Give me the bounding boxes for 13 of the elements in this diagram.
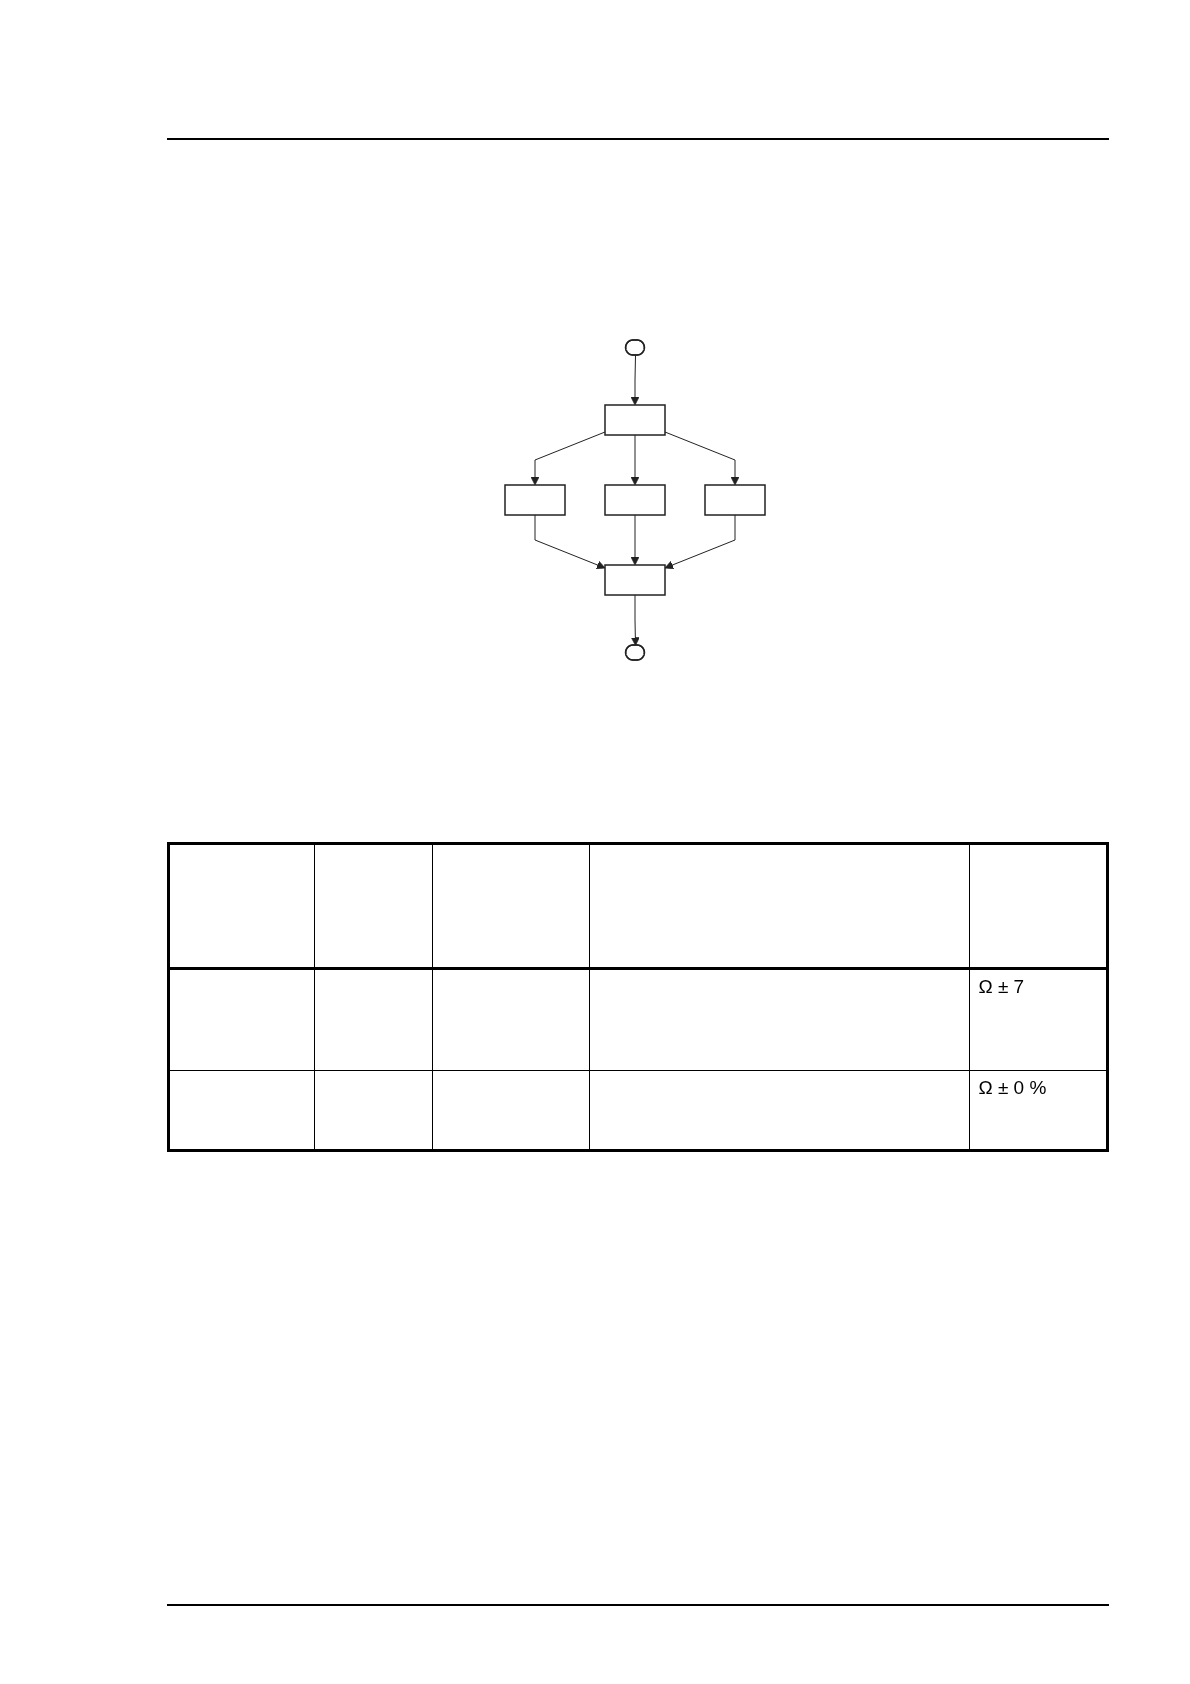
cell-text: Ω ± 0 % [978,1077,1047,1098]
node-box [604,404,666,436]
arrow [534,514,606,570]
node-box [604,564,666,596]
arrow [530,431,606,486]
cell-text: Ω ± 7 [978,976,1025,997]
node-box [604,484,666,516]
arrow [630,434,640,486]
arrow [630,514,640,566]
node-box [504,484,566,516]
node-box [704,484,766,516]
arrow [630,594,640,646]
arrow [664,514,736,570]
